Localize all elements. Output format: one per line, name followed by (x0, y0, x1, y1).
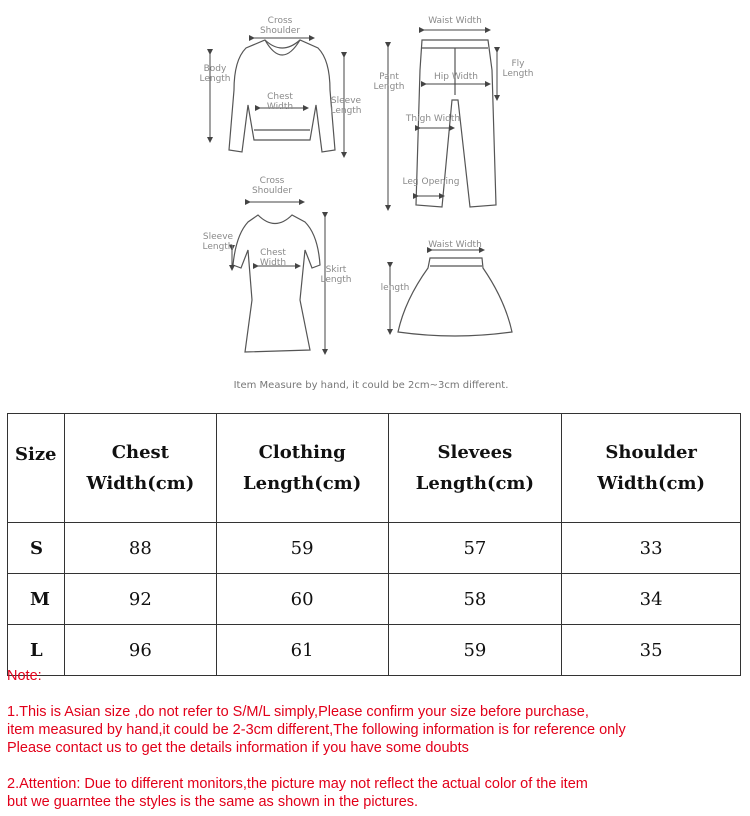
cell-clothing-length: 59 (215, 522, 389, 574)
label-sleeve-length: Sleeve Length (330, 96, 362, 116)
cell-shoulder: 33 (561, 522, 741, 574)
cell-size: L (7, 624, 65, 676)
table-row: M 92 60 58 34 (7, 573, 741, 625)
measurement-figure: Cross Shoulder Body Length Chest Width S… (0, 0, 750, 400)
note-1-line-2: item measured by hand,it could be 2-3cm … (7, 722, 626, 738)
label-thigh-width: Thigh Width (405, 114, 461, 124)
label-body-length: Body Length (199, 64, 231, 84)
header-shoulder-line1: Shoulder (605, 442, 697, 463)
label-pant-length: Pant Length (373, 72, 405, 92)
table-row: L 96 61 59 35 (7, 624, 741, 676)
note-2-line-1: 2.Attention: Due to different monitors,t… (7, 776, 588, 792)
header-size: Size (7, 413, 65, 523)
header-clothing-line1: Clothing (258, 442, 346, 463)
header-sleeves-line2: Length(cm) (415, 473, 534, 494)
label-sleeve-length-dress: Sleeve Length (202, 232, 234, 252)
cell-size: S (7, 522, 65, 574)
note-2-line-2: but we guarntee the styles is the same a… (7, 794, 419, 810)
header-chest-line1: Chest (111, 442, 170, 463)
note-1-line-1: 1.This is Asian size ,do not refer to S/… (7, 704, 589, 720)
label-chest-width: Chest Width (266, 92, 294, 112)
header-size-label: Size (15, 444, 57, 465)
header-shoulder-line2: Width(cm) (597, 473, 706, 494)
header-clothing-line2: Length(cm) (243, 473, 362, 494)
label-fly-length: Fly Length (502, 59, 534, 79)
label-skirt-height: length (380, 283, 410, 293)
label-skirt-length: Skirt Length (320, 265, 352, 285)
label-waist-width-pants: Waist Width (428, 16, 482, 26)
cell-size: M (7, 573, 65, 625)
label-cross-shoulder: Cross Shoulder (259, 16, 301, 36)
cell-shoulder: 35 (561, 624, 741, 676)
dress-sketch (232, 214, 321, 353)
label-leg-opening: Leg Opening (402, 177, 460, 187)
measure-caption: Item Measure by hand, it could be 2cm~3c… (233, 380, 509, 391)
cell-chest: 92 (63, 573, 217, 625)
garment-sketches (207, 27, 513, 355)
cell-sleeve-length: 58 (387, 573, 563, 625)
label-cross-shoulder-dress: Cross Shoulder (251, 176, 293, 196)
cell-shoulder: 34 (561, 573, 741, 625)
skirt-sketch (397, 257, 513, 337)
sweater-sketch (228, 39, 336, 153)
cell-clothing-length: 60 (215, 573, 389, 625)
cell-sleeve-length: 59 (387, 624, 563, 676)
label-chest-width-dress: Chest Width (259, 248, 287, 268)
cell-sleeve-length: 57 (387, 522, 563, 574)
notes-section: Note: 1.This is Asian size ,do not refer… (7, 667, 747, 811)
table-row: S 88 59 57 33 (7, 522, 741, 574)
header-sleeves-line1: Slevees (437, 442, 513, 463)
pants-sketch (415, 39, 497, 208)
cell-chest: 88 (63, 522, 217, 574)
cell-chest: 96 (63, 624, 217, 676)
label-waist-width-skirt: Waist Width (428, 240, 482, 250)
note-1-line-3: Please contact us to get the details inf… (7, 740, 469, 756)
label-hip-width: Hip Width (434, 72, 478, 82)
cell-clothing-length: 61 (215, 624, 389, 676)
notes-title: Note: (7, 668, 42, 684)
header-chest-line2: Width(cm) (86, 473, 195, 494)
